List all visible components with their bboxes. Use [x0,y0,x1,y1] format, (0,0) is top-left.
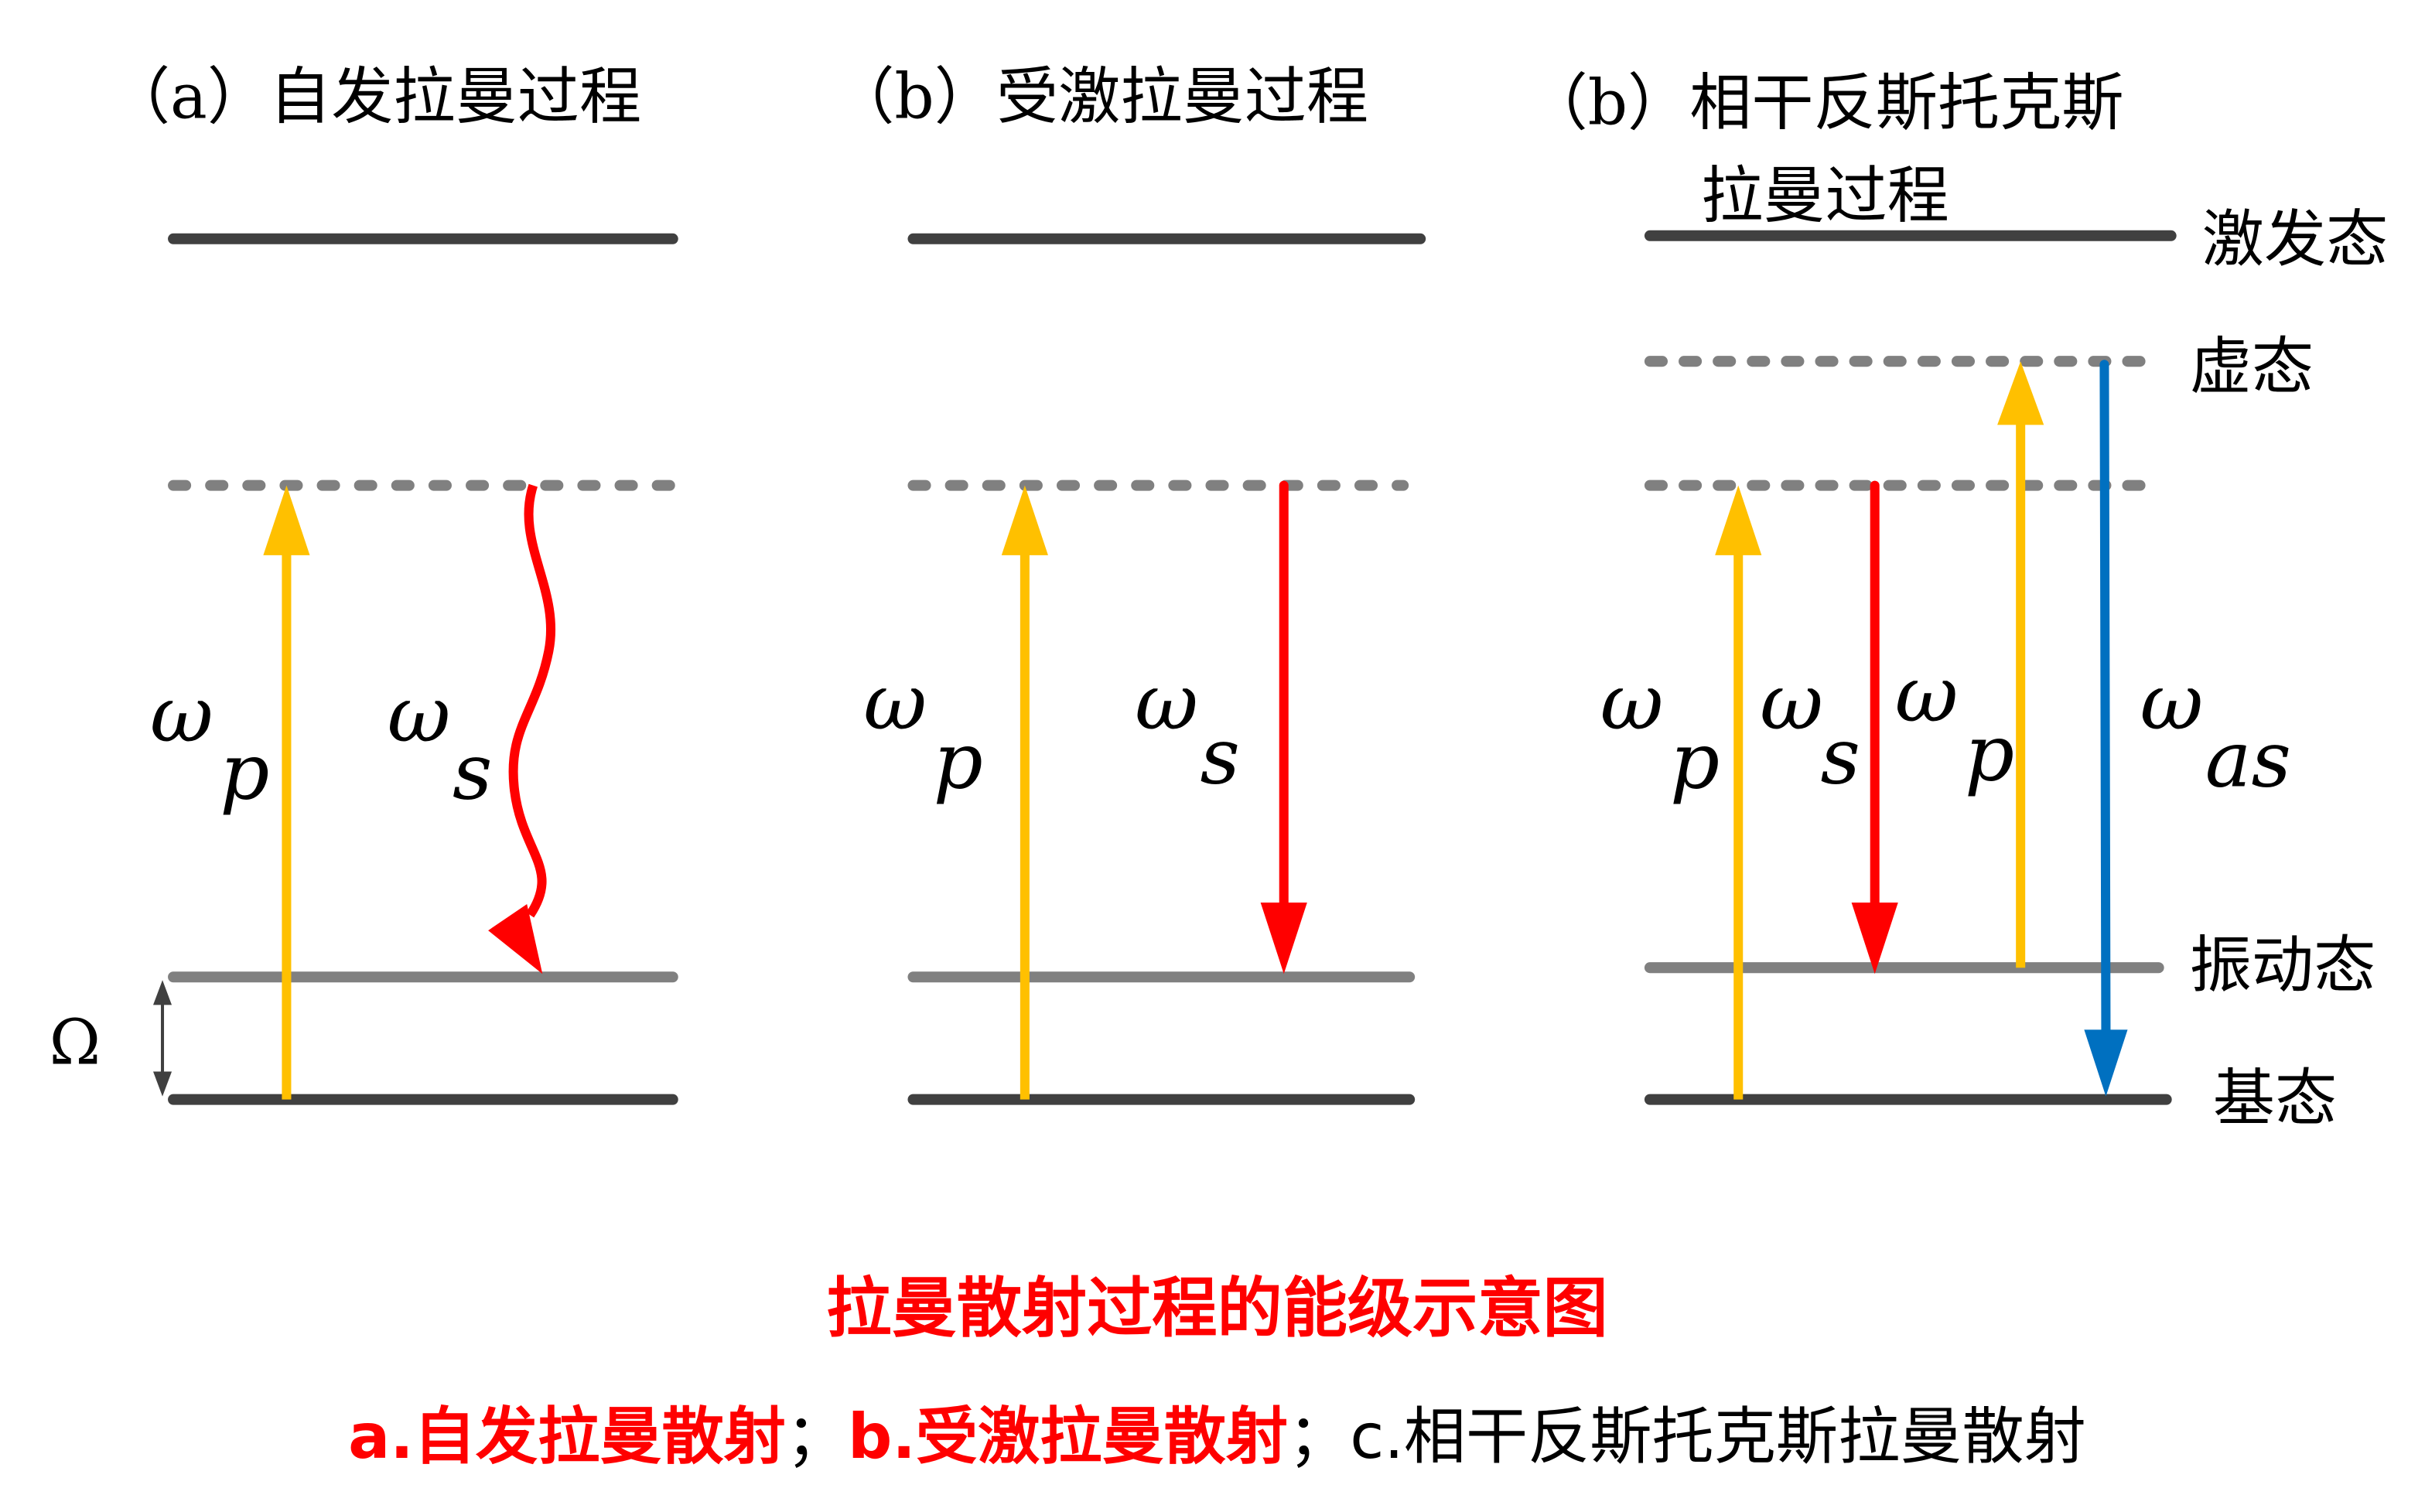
omega-p1-label: ω [1600,657,1664,747]
omega-p-label: ω [150,669,213,759]
vibrational-state-label: 振动态 [2190,929,2376,1001]
anti-stokes-arrowhead [2084,1029,2128,1097]
virtual-state-label: 虚态 [2190,330,2314,402]
excited-state-label: 激发态 [2202,203,2389,275]
stokes-arrowhead [1260,902,1307,974]
panel-c-title-line2: 拉曼过程 [1701,160,1949,232]
omega-p-label: ω [863,657,927,747]
pump-arrowhead-2 [1997,361,2044,425]
panel-a-title: （a）自发拉曼过程 [108,60,641,132]
omega-level-label: Ω [50,1007,101,1079]
omega-arrowhead-up [152,980,172,1005]
anti-stokes-arrow [2099,360,2111,1036]
s-subscript: s [453,727,492,817]
caption-part-c: c.相干反斯托克斯拉曼散射 [1350,1401,2086,1473]
caption-separator: ； [786,1401,848,1473]
caption-part-a: a.自发拉曼散射 [348,1401,786,1473]
caption-part-b: b.受激拉曼散射 [848,1401,1288,1473]
p-subscript: p [220,727,269,817]
pump-arrowhead [1001,485,1048,555]
stokes-arrowhead [1851,902,1898,974]
caption-separator: ； [1288,1401,1350,1473]
omega-s-label: ω [1760,657,1823,747]
panel-b-stimulated: （b）受激拉曼过程 ω p ω s [832,60,1426,1105]
ground-state-label: 基态 [2213,1063,2337,1135]
s-subscript: s [1200,712,1239,802]
panel-c-title-line1: （b）相干反斯托克斯 [1526,67,2124,138]
panel-a-spontaneous: （a）自发拉曼过程 Ω ω p ω s [50,60,678,1105]
omega-as-label: ω [2140,657,2204,747]
omega-arrowhead-down [152,1071,172,1097]
s-subscript: s [1821,712,1860,802]
pump-arrowhead [263,485,310,555]
panel-b-title: （b）受激拉曼过程 [832,60,1368,132]
pump-arrowhead-1 [1715,485,1762,555]
omega-s-label: ω [388,669,451,759]
omega-p2-label: ω [1895,649,1959,739]
stokes-arrowhead [488,903,543,974]
caption-title: 拉曼散射过程的能级示意图 [826,1270,1607,1346]
p2-subscript: p [1965,708,2014,799]
panel-c-cars: （b）相干反斯托克斯 拉曼过程 ω p ω s ω p ω as 激发态 虚态 … [1526,67,2389,1134]
caption-legend: a.自发拉曼散射；b.受激拉曼散射；c.相干反斯托克斯拉曼散射 [348,1401,2086,1473]
stokes-wavy-arrow [508,483,556,918]
p1-subscript: p [1670,716,1720,807]
as-subscript: as [2205,715,2291,805]
p-subscript: p [934,716,983,807]
omega-s-label: ω [1135,657,1198,747]
